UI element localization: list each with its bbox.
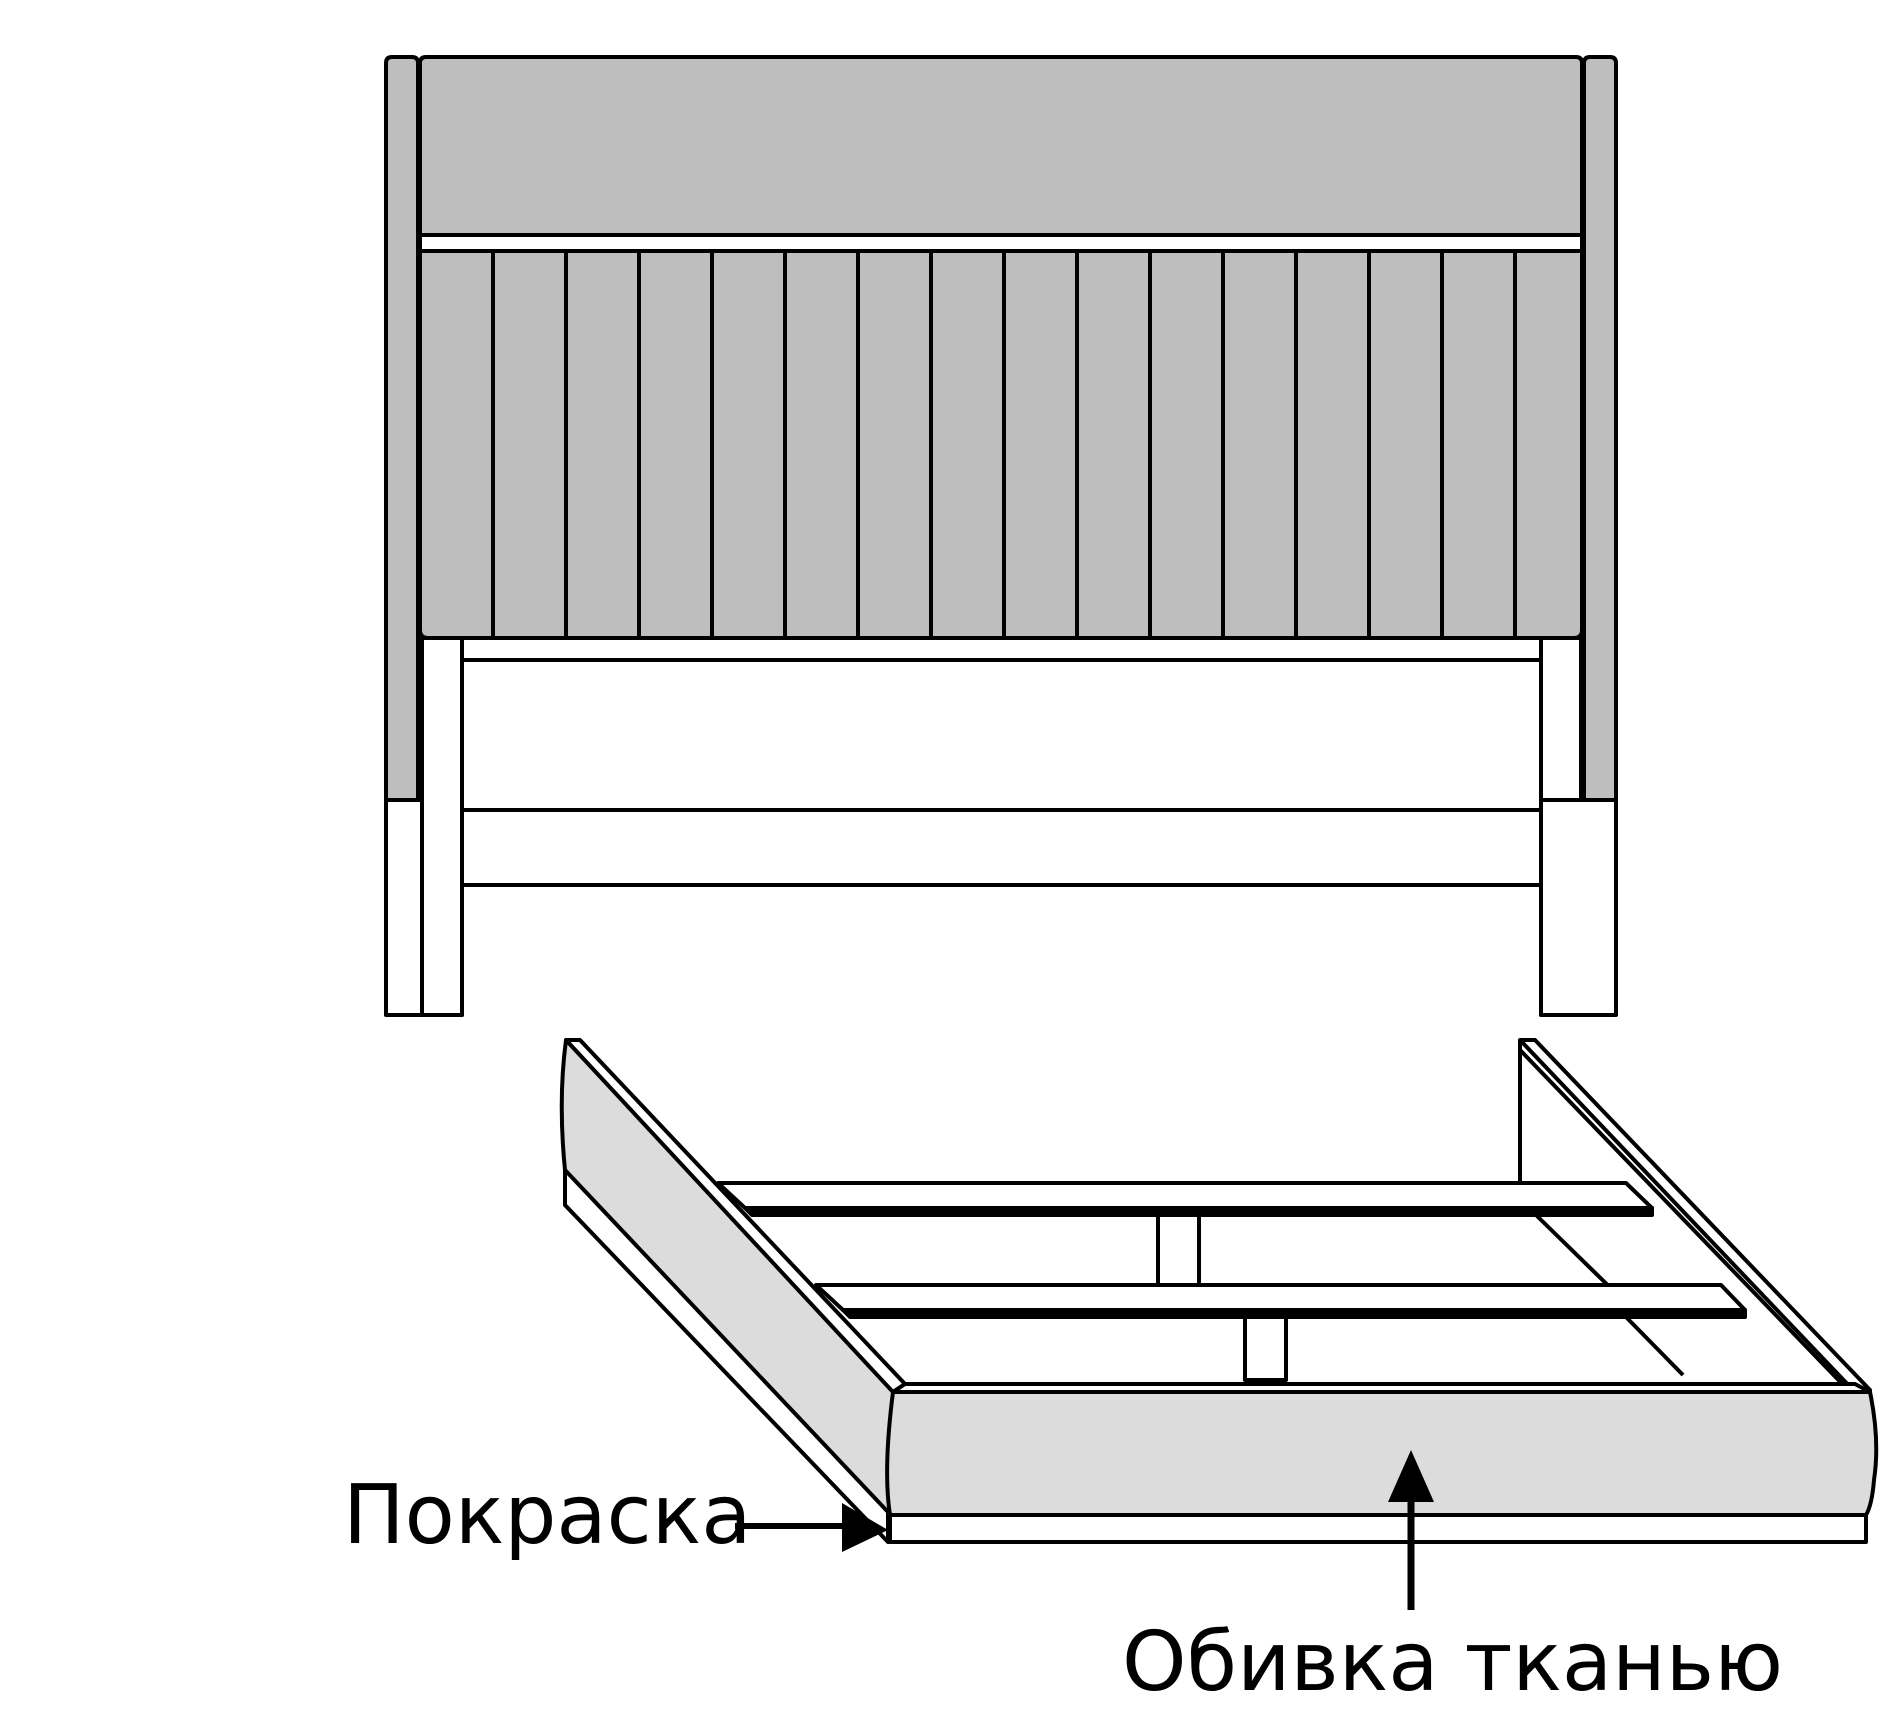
back-slat	[716, 1181, 1654, 1210]
front-slat-bottom	[841, 1308, 1747, 1319]
top-panel	[418, 55, 1584, 237]
foot-rail-upholstered	[885, 1390, 1879, 1517]
bed-frame	[559, 1038, 1879, 1544]
fabric-label: Обивка тканью	[1122, 1615, 1783, 1710]
left-side-post	[384, 55, 420, 802]
right-rail-inner-diagonal-2	[1624, 1315, 1685, 1377]
front-slat	[814, 1283, 1747, 1312]
callout-fabric: Обивка тканью	[1122, 1450, 1783, 1710]
center-support-front	[1243, 1315, 1288, 1382]
headboard	[384, 55, 1618, 1017]
foot-rail-painted-base	[888, 1513, 1868, 1544]
right-rail-top-inner	[1518, 1048, 1852, 1394]
paint-label: Покраска	[343, 1468, 752, 1563]
left-leg-inner	[420, 636, 464, 1017]
fabric-arrow-head	[1388, 1450, 1434, 1502]
callout-paint: Покраска	[343, 1468, 888, 1563]
center-support-back	[1156, 1213, 1201, 1287]
top-panel-trim	[418, 233, 1584, 253]
right-side-post	[1582, 55, 1618, 802]
fluted-panel	[418, 249, 1584, 640]
right-leg-outer	[1539, 798, 1618, 1017]
paint-arrow-head	[842, 1503, 888, 1552]
back-slat-bottom	[743, 1206, 1654, 1217]
flute-lines	[491, 251, 1517, 638]
